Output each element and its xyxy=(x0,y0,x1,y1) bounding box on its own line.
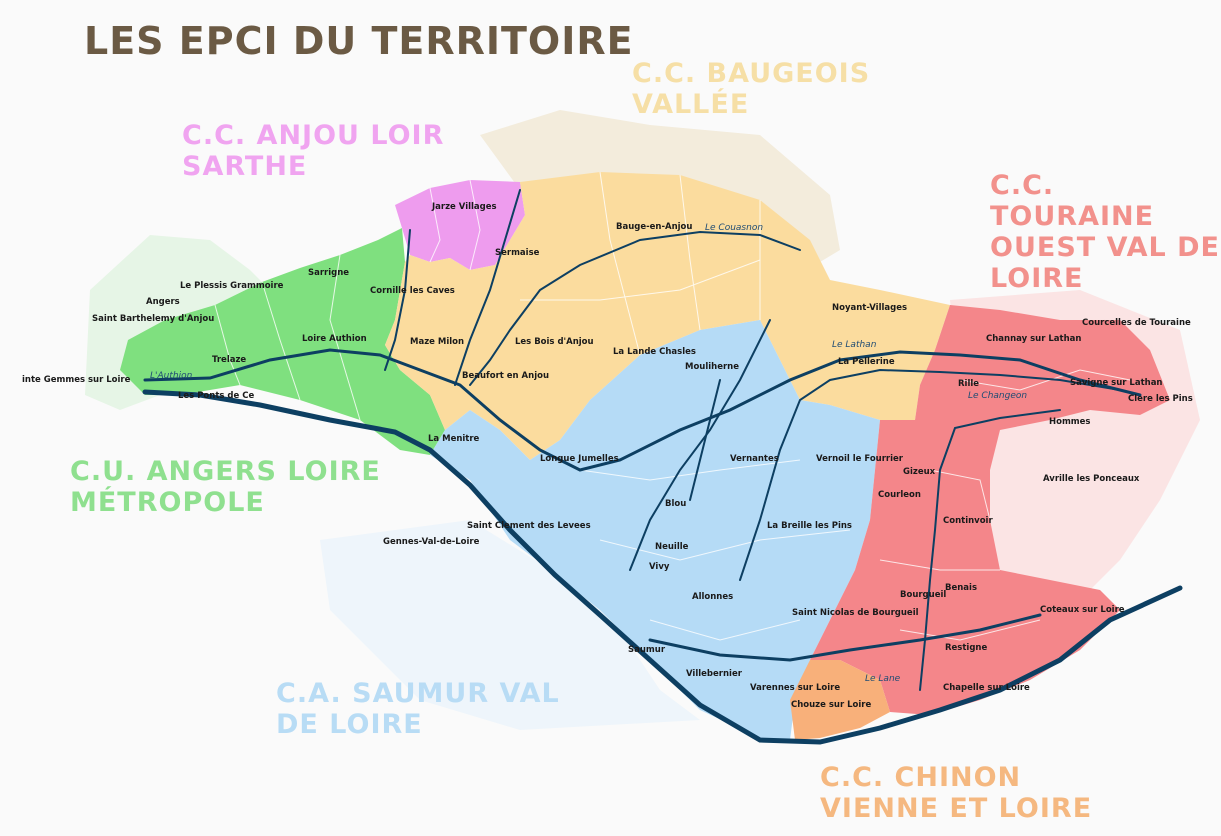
commune-label: La Pellerine xyxy=(838,357,895,367)
commune-label: Sarrigne xyxy=(308,268,349,278)
commune-label: Mouliherne xyxy=(685,362,739,372)
river-tributary-west xyxy=(384,229,411,371)
commune-borders xyxy=(214,171,1131,641)
commune-label: Varennes sur Loire xyxy=(750,683,840,693)
epci-label-touraine: C.C. TOURAINE OUEST VAL DE LOIRE xyxy=(990,170,1221,294)
epci-line: DE LOIRE xyxy=(276,709,423,740)
commune-label: La Breille les Pins xyxy=(767,521,852,531)
region-saumur-val-de-loire xyxy=(430,320,880,740)
commune-label: Benais xyxy=(945,583,977,593)
commune-label: Savigne sur Lathan xyxy=(1070,378,1163,388)
region-touraine-ouest-val-de-loire xyxy=(810,305,1170,715)
river-loire xyxy=(142,389,1183,745)
river-couasnon xyxy=(469,230,801,386)
epci-line: C.C. TOURAINE xyxy=(990,170,1155,232)
river-labels: L'Authion Le Couasnon Le Lathan Le Chang… xyxy=(150,223,1027,684)
map-title: LES EPCI DU TERRITOIRE xyxy=(84,19,634,63)
epci-line: C.A. SAUMUR VAL xyxy=(276,678,560,709)
commune-label: Gennes-Val-de-Loire xyxy=(383,537,480,547)
epci-label-saumur: C.A. SAUMUR VAL DE LOIRE xyxy=(276,678,560,740)
commune-label: Loire Authion xyxy=(302,334,367,344)
commune-label: Beaufort en Anjou xyxy=(462,371,549,381)
river-label: Le Lathan xyxy=(832,340,877,350)
commune-labels: Jarze Villages Bauge-en-Anjou Sermaise S… xyxy=(22,202,1193,710)
commune-label: Courleon xyxy=(878,490,921,500)
epci-line: C.C. ANJOU LOIR xyxy=(182,120,445,151)
commune-label: Chouze sur Loire xyxy=(791,700,871,710)
commune-label: Sermaise xyxy=(495,248,540,258)
outer-territory-bottom-left xyxy=(320,520,700,730)
commune-label: Vivy xyxy=(649,562,670,572)
river-label: Le Couasnon xyxy=(705,223,763,233)
commune-label: Angers xyxy=(146,297,180,307)
commune-label: Clere les Pins xyxy=(1128,394,1193,404)
commune-label: Channay sur Lathan xyxy=(986,334,1081,344)
river-label: L'Authion xyxy=(150,371,193,381)
epci-line: VIENNE ET LOIRE xyxy=(820,793,1093,824)
commune-label: Rille xyxy=(958,379,979,389)
commune-label: La Lande Chasles xyxy=(613,347,696,357)
commune-label: Les Bois d'Anjou xyxy=(515,337,594,347)
region-anjou-loir-sarthe xyxy=(395,180,525,270)
commune-label: Blou xyxy=(665,499,686,509)
commune-label: Restigne xyxy=(945,643,987,653)
epci-line: C.C. BAUGEOIS xyxy=(632,58,871,89)
commune-label: Les Ponts de Ce xyxy=(178,391,254,401)
river-tributary-mouliherne xyxy=(689,379,721,501)
region-chinon-vienne-et-loire xyxy=(790,660,890,740)
region-angers-loire-metropole xyxy=(120,228,445,455)
commune-label: Chapelle sur Loire xyxy=(943,683,1030,693)
river-authion xyxy=(143,348,1142,472)
commune-label: Vernoil le Fourrier xyxy=(816,454,904,464)
commune-label: Le Plessis Grammoire xyxy=(180,281,284,291)
commune-label: Saumur xyxy=(628,645,666,655)
river-tributary-center xyxy=(629,319,771,571)
commune-label: Cornille les Caves xyxy=(370,286,455,296)
epci-label-chinon: C.C. CHINON VIENNE ET LOIRE xyxy=(820,762,1092,824)
commune-label: Longue Jumelles xyxy=(540,454,619,464)
commune-label: Courcelles de Touraine xyxy=(1082,318,1191,328)
river-changeon xyxy=(919,409,1061,691)
commune-label: Bauge-en-Anjou xyxy=(616,222,692,232)
river-tributary-north xyxy=(454,189,521,386)
commune-label: Vernantes xyxy=(730,454,779,464)
commune-label: La Menitre xyxy=(428,434,480,444)
commune-label: Saint Barthelemy d'Anjou xyxy=(92,314,214,324)
commune-label: Avrille les Ponceaux xyxy=(1043,474,1140,484)
commune-label: Maze Milon xyxy=(410,337,464,347)
epci-label-baugeois: C.C. BAUGEOIS VALLÉE xyxy=(632,58,870,120)
commune-label: Noyant-Villages xyxy=(832,303,907,313)
epci-line: OUEST VAL DE xyxy=(990,232,1221,263)
epci-line: VALLÉE xyxy=(632,89,750,120)
epci-line: SARTHE xyxy=(182,151,308,182)
commune-label: Trelaze xyxy=(212,355,246,365)
river-label: Le Changeon xyxy=(968,391,1027,401)
commune-label: Jarze Villages xyxy=(431,202,497,212)
epci-line: LOIRE xyxy=(990,263,1084,294)
commune-label: Coteaux sur Loire xyxy=(1040,605,1125,615)
epci-label-angers: C.U. ANGERS LOIRE MÉTROPOLE xyxy=(70,456,381,518)
commune-label: Continvoir xyxy=(943,516,993,526)
commune-label: Bourgueil xyxy=(900,590,946,600)
commune-label: Allonnes xyxy=(692,592,733,602)
commune-label: Saint Nicolas de Bourgueil xyxy=(792,608,919,618)
commune-label: Hommes xyxy=(1049,417,1091,427)
epci-label-anjou-loir-sarthe: C.C. ANJOU LOIR SARTHE xyxy=(182,120,444,182)
commune-label: Villebernier xyxy=(686,669,743,679)
river-label: Le Lane xyxy=(865,674,901,684)
commune-label: Neuille xyxy=(655,542,689,552)
commune-label: Saint Clement des Levees xyxy=(467,521,591,531)
epci-line: C.U. ANGERS LOIRE xyxy=(70,456,381,487)
river-lathan xyxy=(739,368,1121,581)
river-lane xyxy=(648,613,1042,662)
commune-label: Gizeux xyxy=(903,467,936,477)
region-baugeois-vallee xyxy=(385,172,950,460)
commune-label: inte Gemmes sur Loire xyxy=(22,375,131,385)
epci-line: C.C. CHINON xyxy=(820,762,1022,793)
river-network xyxy=(142,189,1183,745)
epci-line: MÉTROPOLE xyxy=(70,487,265,518)
